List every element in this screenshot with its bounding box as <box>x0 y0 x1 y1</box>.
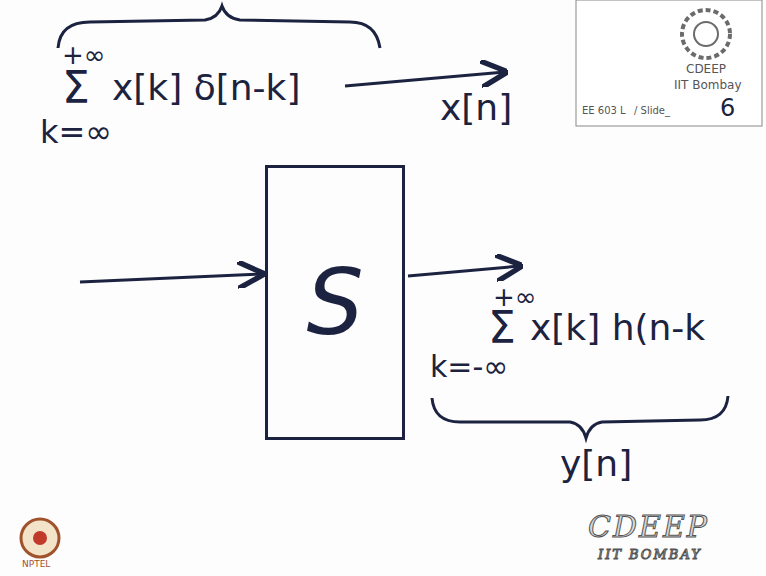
signal-name: x[n] <box>440 90 512 126</box>
slide-label: / Slide_ <box>634 106 670 116</box>
gear-logo <box>682 10 730 58</box>
index-limit: k=-∞ <box>430 352 508 382</box>
logo-panel <box>576 0 762 126</box>
signal-name: y[n] <box>560 446 632 482</box>
logo-text: IIT Bombay <box>674 79 742 91</box>
index-limit: k=∞ <box>40 116 112 148</box>
sum-term: x[k] h(n-k <box>530 310 705 346</box>
output-arrow <box>408 266 520 276</box>
watermark: IIT BOMBAY <box>598 548 702 561</box>
under-brace <box>432 396 728 438</box>
nptel-text: NPTEL <box>22 560 50 569</box>
gear-logo-core <box>694 22 718 46</box>
slide-number: 6 <box>720 96 735 120</box>
result-arrow <box>345 72 505 86</box>
nptel-logo <box>21 519 59 557</box>
sigma-sign: Σ <box>488 306 516 350</box>
sum-term: x[k] δ[n-k] <box>112 70 300 106</box>
over-brace <box>58 6 380 48</box>
logo-text: CDEEP <box>686 63 726 75</box>
input-arrow <box>80 274 262 282</box>
system-box: S <box>265 165 405 440</box>
watermark: CDEEP <box>588 512 709 542</box>
sigma-sign: Σ <box>62 66 90 110</box>
infinity-limit: +∞ <box>62 42 105 68</box>
nptel-logo-core <box>33 531 47 545</box>
course-code: EE 603 L <box>582 106 626 116</box>
system-symbol: S <box>306 258 363 348</box>
